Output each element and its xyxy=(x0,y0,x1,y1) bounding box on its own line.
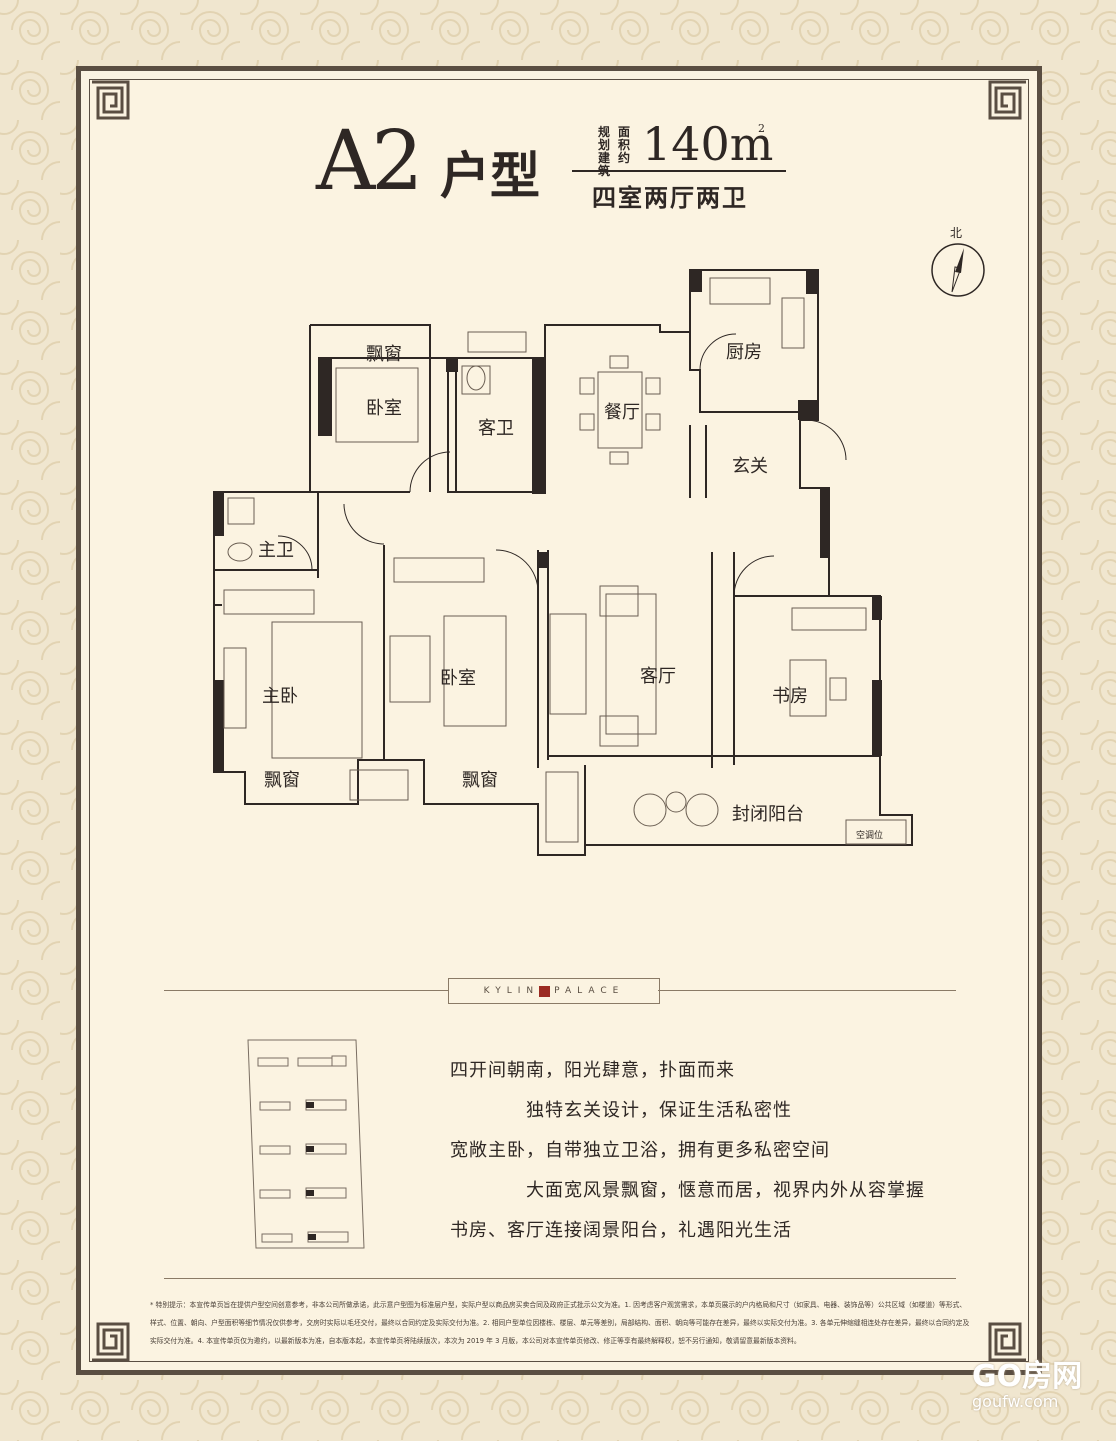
feature-line-4: 大面宽风景飘窗，惬意而居，视界内外从容掌握 xyxy=(526,1180,925,1201)
room-label-kitchen: 厨房 xyxy=(726,342,762,363)
feature-line-3: 宽敞主卧，自带独立卫浴，拥有更多私密空间 xyxy=(450,1140,830,1161)
feature-line-2: 独特玄关设计，保证生活私密性 xyxy=(526,1100,792,1121)
brand-seal-icon xyxy=(539,985,551,997)
brand-word-right: PALACE xyxy=(554,986,625,996)
watermark: GO房网 goufw.com xyxy=(972,1362,1082,1412)
room-label-bedroom-north: 卧室 xyxy=(366,398,402,419)
area-unit-superscript: 2 xyxy=(758,122,765,135)
room-label-living: 客厅 xyxy=(640,666,676,687)
disclaimer-text: * 特别提示：本宣传单页旨在提供户型空间创意参考，非本公司所做承诺，此示意户型图… xyxy=(150,1301,970,1345)
disclaimer-divider xyxy=(164,1278,956,1279)
room-label-bay-window-top: 飘窗 xyxy=(366,344,402,365)
room-summary: 四室两厅两卫 xyxy=(592,183,748,212)
room-label-bedroom-south: 卧室 xyxy=(440,668,476,689)
room-label-master-bedroom: 主卧 xyxy=(262,686,298,707)
corner-fret-bottom-left xyxy=(92,1322,130,1362)
corner-fret-bottom-right xyxy=(988,1322,1026,1362)
area-label-approx: 面积约 xyxy=(618,125,631,165)
unit-letter: A2 xyxy=(316,114,423,209)
room-label-enclosed-balcony: 封闭阳台 xyxy=(732,804,804,825)
room-label-dining: 餐厅 xyxy=(604,402,640,423)
room-label-master-bath: 主卫 xyxy=(258,540,294,561)
brand-word-left: KYLIN xyxy=(483,986,540,996)
compass-north-label: 北 xyxy=(950,226,963,240)
floor-plan xyxy=(213,269,913,856)
brand-divider-left xyxy=(164,990,448,991)
room-label-guest-bath: 客卫 xyxy=(478,418,514,439)
feature-line-1: 四开间朝南，阳光肆意，扑面而来 xyxy=(450,1060,735,1081)
brand-divider-right xyxy=(658,990,956,991)
site-plan-thumbnail xyxy=(247,1039,365,1249)
compass-needle-icon xyxy=(931,243,985,297)
header-divider xyxy=(572,170,786,172)
watermark-brand: GO房网 xyxy=(972,1359,1083,1394)
plan-thick-walls xyxy=(214,270,882,772)
watermark-domain: goufw.com xyxy=(972,1392,1059,1411)
room-label-foyer: 玄关 xyxy=(732,456,768,477)
room-label-study: 书房 xyxy=(772,686,808,707)
inner-border xyxy=(89,79,1029,1362)
plan-outline-walls xyxy=(213,269,913,856)
corner-fret-top-right xyxy=(988,80,1026,120)
north-compass: 北 xyxy=(926,224,990,304)
plan-furniture xyxy=(223,277,907,845)
brand-plate: KYLIN PALACE xyxy=(448,978,660,1004)
room-label-bay-window-master: 飘窗 xyxy=(264,770,300,791)
room-label-ac-unit: 空调位 xyxy=(856,831,884,841)
corner-fret-top-left xyxy=(92,80,130,120)
feature-line-5: 书房、客厅连接阔景阳台，礼遇阳光生活 xyxy=(450,1220,792,1241)
plan-door-arcs xyxy=(277,333,847,597)
unit-suffix: 户型 xyxy=(440,146,540,205)
area-value: 140m xyxy=(642,117,774,171)
room-label-bay-window-bedroom: 飘窗 xyxy=(462,770,498,791)
